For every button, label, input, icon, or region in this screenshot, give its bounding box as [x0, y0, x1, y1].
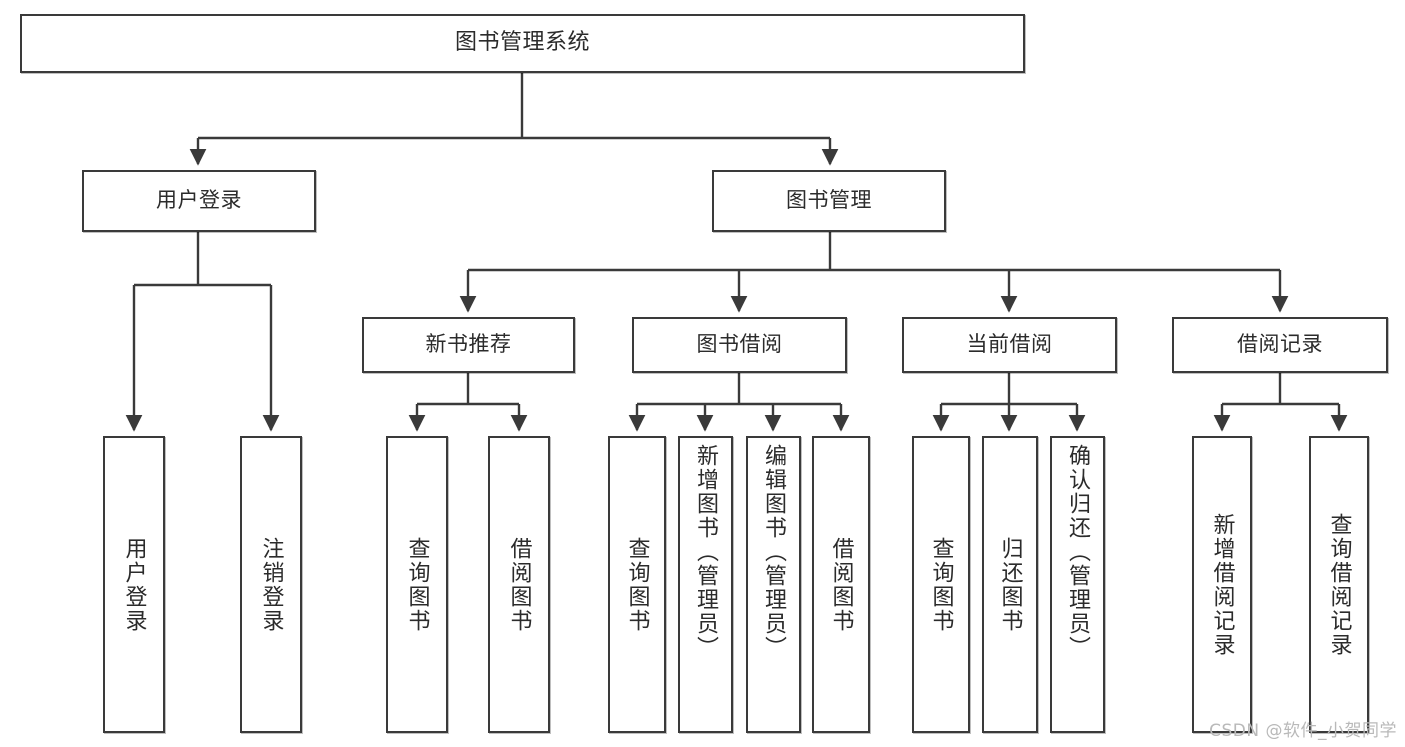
node-label: 用户登录 [156, 188, 242, 213]
node-label: 查询图书 [624, 536, 650, 633]
node-label: 新增借阅记录 [1209, 512, 1235, 657]
leaf-node-add-borrow-record[interactable]: 新增借阅记录 [1192, 436, 1252, 733]
node-book-management[interactable]: 图书管理 [712, 170, 946, 232]
leaf-node-return-book[interactable]: 归还图书 [982, 436, 1038, 733]
node-label: 借阅图书 [506, 536, 532, 633]
leaf-node-confirm-return-admin[interactable]: 确认归还（管理员） [1050, 436, 1105, 733]
node-root-book-management-system[interactable]: 图书管理系统 [20, 14, 1025, 73]
node-label: 图书管理 [786, 188, 872, 213]
node-label: 图书管理系统 [454, 30, 590, 56]
node-label: 图书借阅 [696, 332, 783, 357]
node-label: 查询借阅记录 [1326, 512, 1352, 657]
node-book-borrow[interactable]: 图书借阅 [632, 317, 847, 373]
leaf-node-logout-login[interactable]: 注销登录 [240, 436, 302, 733]
node-label: 新书推荐 [425, 332, 512, 357]
node-label: 借阅记录 [1237, 332, 1323, 357]
node-user-login[interactable]: 用户登录 [82, 170, 316, 232]
node-label: 借阅图书 [828, 536, 854, 633]
leaf-node-query-borrow-record[interactable]: 查询借阅记录 [1309, 436, 1369, 733]
leaf-node-borrow-book-borrow[interactable]: 借阅图书 [812, 436, 870, 733]
leaf-node-borrow-book-recommend[interactable]: 借阅图书 [488, 436, 550, 733]
leaf-node-user-login[interactable]: 用户登录 [103, 436, 165, 733]
node-label: 查询图书 [404, 536, 430, 633]
node-current-borrow[interactable]: 当前借阅 [902, 317, 1117, 373]
node-borrow-record[interactable]: 借阅记录 [1172, 317, 1388, 373]
node-label: 当前借阅 [966, 332, 1053, 357]
leaf-node-add-book-admin[interactable]: 新增图书（管理员） [678, 436, 733, 733]
watermark-text: CSDN @软件_小贺同学 [1209, 721, 1397, 741]
node-label: 确认归还（管理员） [1065, 444, 1091, 660]
node-label: 用户登录 [121, 536, 147, 633]
node-label: 编辑图书（管理员） [761, 444, 787, 660]
node-label: 归还图书 [997, 536, 1023, 633]
leaf-node-query-book-recommend[interactable]: 查询图书 [386, 436, 448, 733]
node-new-book-recommend[interactable]: 新书推荐 [362, 317, 575, 373]
node-label: 注销登录 [258, 536, 284, 633]
leaf-node-query-book-borrow[interactable]: 查询图书 [608, 436, 666, 733]
leaf-node-edit-book-admin[interactable]: 编辑图书（管理员） [746, 436, 801, 733]
node-label: 查询图书 [928, 536, 954, 633]
node-label: 新增图书（管理员） [693, 444, 719, 660]
leaf-node-query-book-current[interactable]: 查询图书 [912, 436, 970, 733]
